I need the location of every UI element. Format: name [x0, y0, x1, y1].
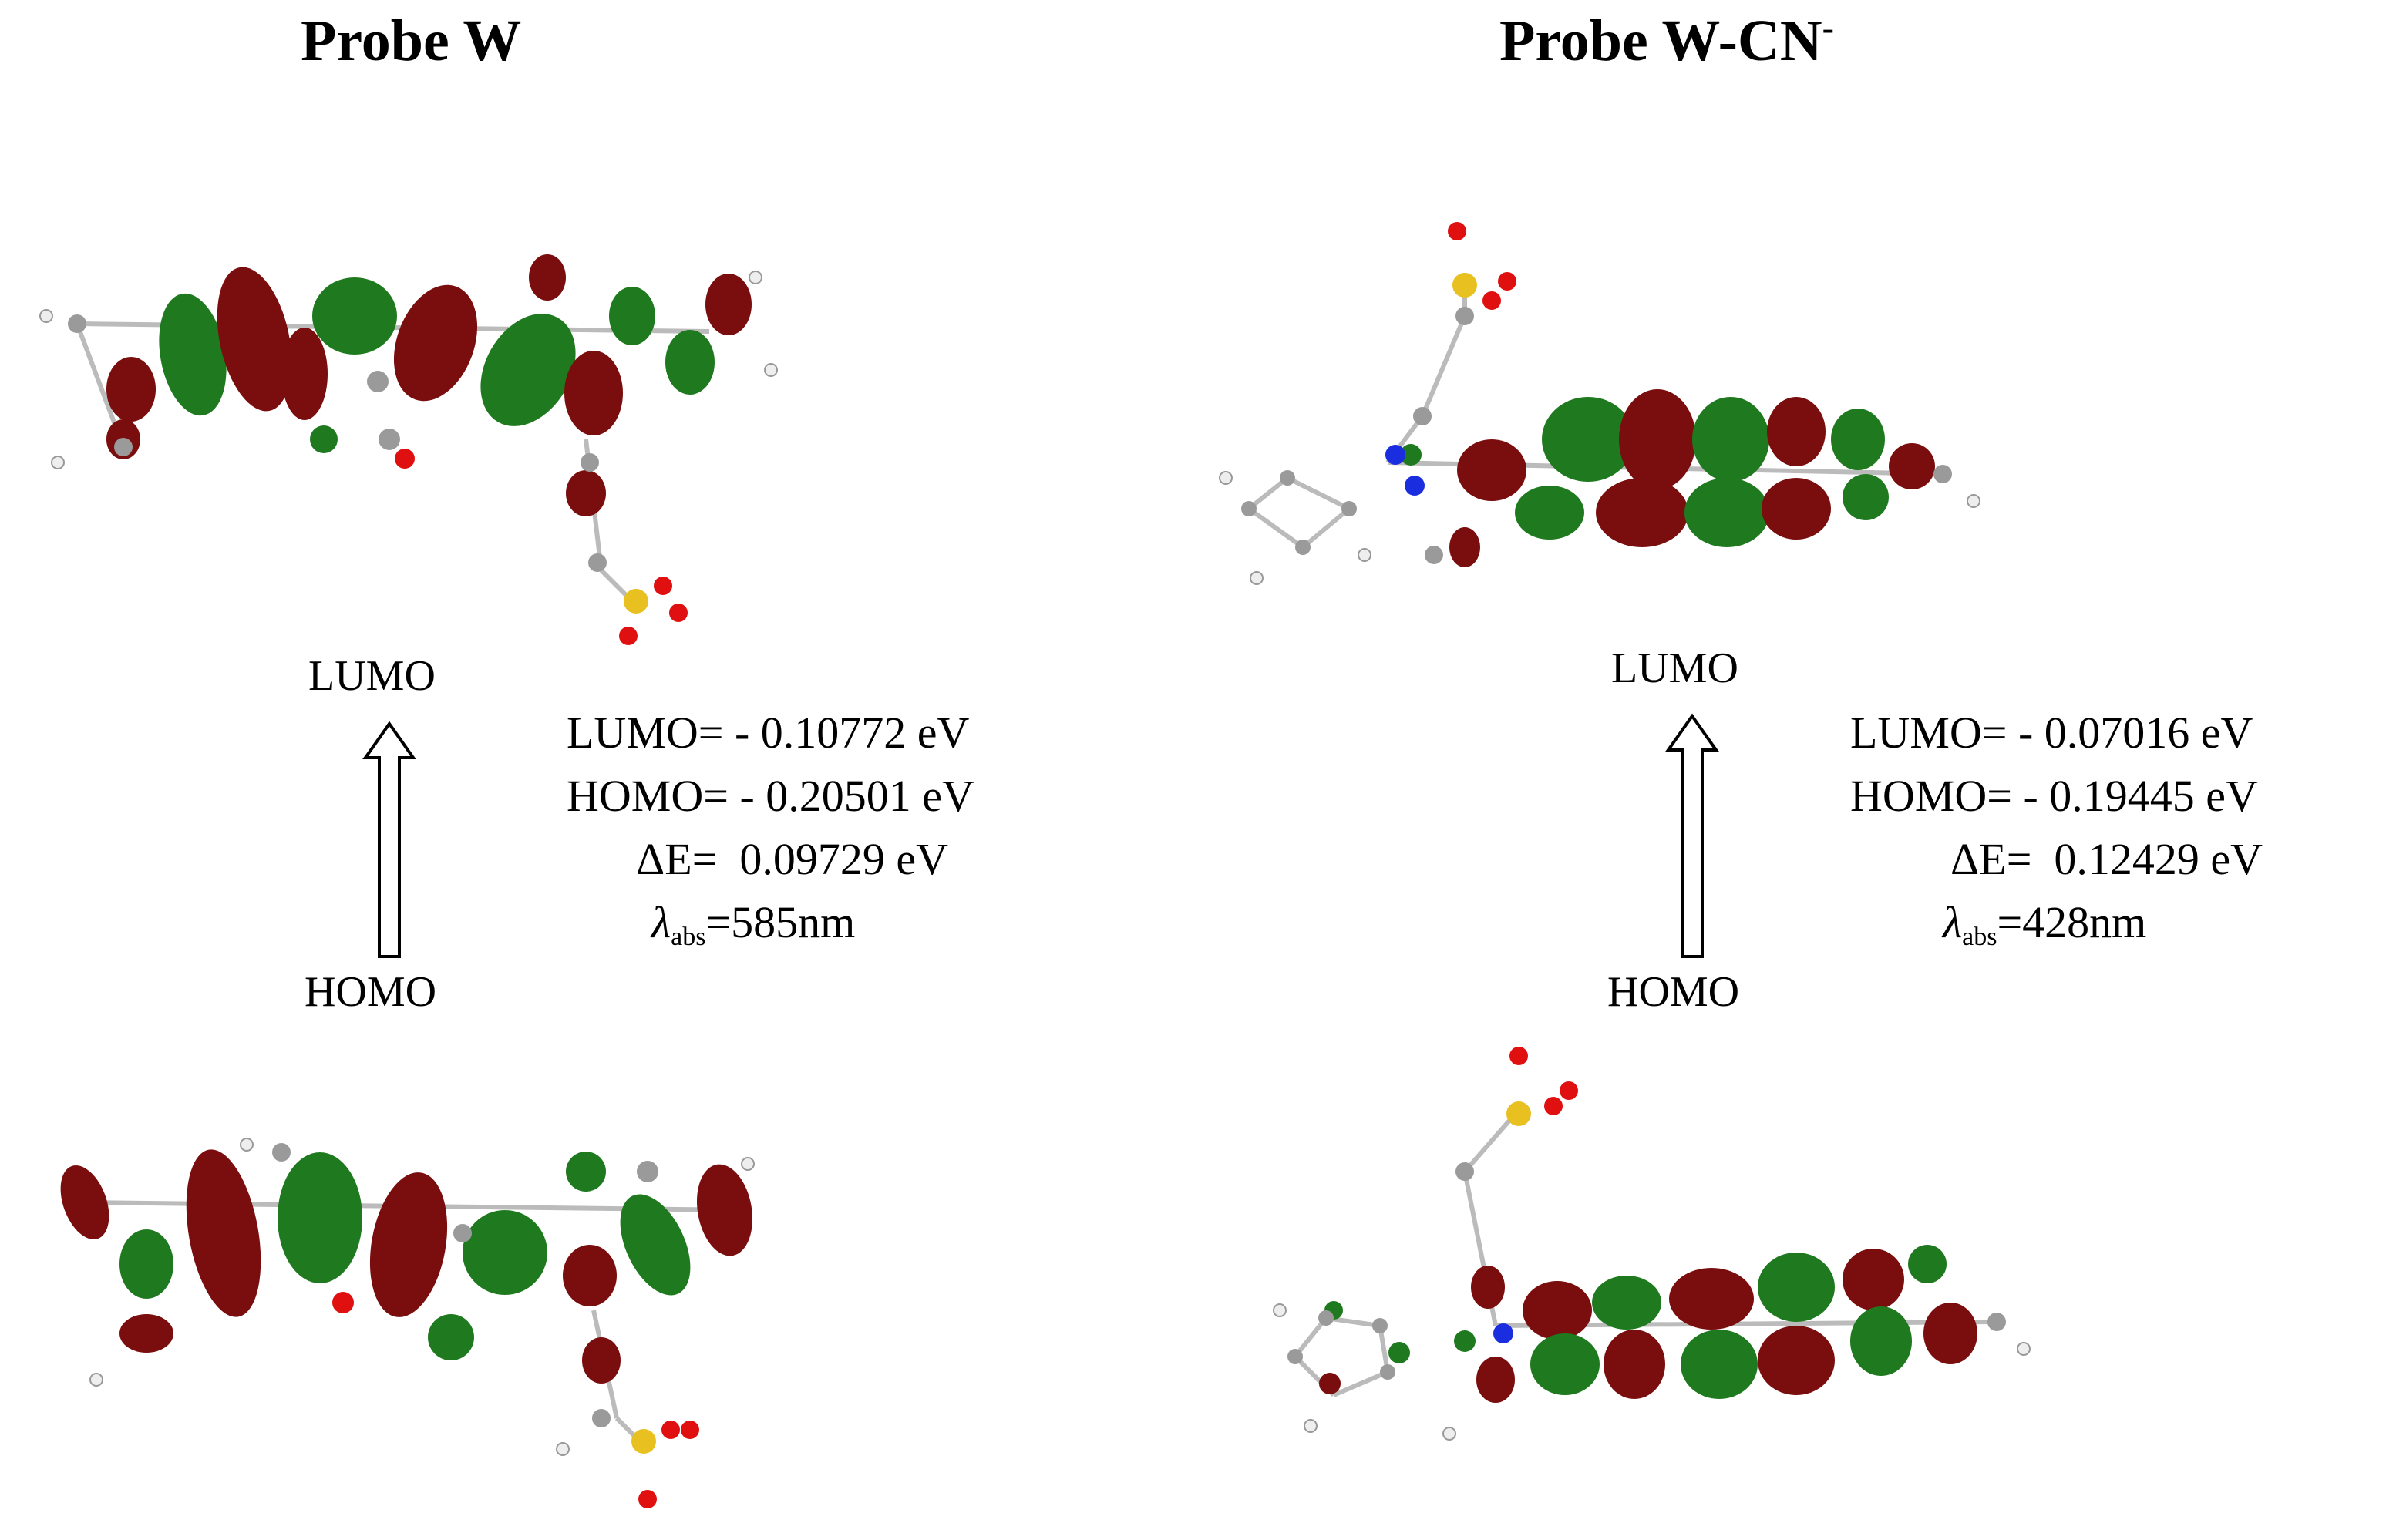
- probe-w-lumo-energy: LUMO= - 0.10772 eV: [567, 708, 970, 758]
- probe-w-cn-lambda-abs: λabs=428nm: [1943, 897, 2147, 951]
- probe-w-energy-block: LUMO= - 0.10772 eV HOMO= - 0.20501 eV ΔE…: [567, 701, 974, 969]
- probe-w-lambda-abs: λabs=585nm: [651, 897, 856, 951]
- atoms: [1273, 1047, 2031, 1441]
- probe-w-cn-energy-block: LUMO= - 0.07016 eV HOMO= - 0.19445 eV ΔE…: [1850, 701, 2263, 969]
- probe-w-homo-energy: HOMO= - 0.20501 eV: [567, 771, 974, 821]
- panel-title-probe-w: Probe W: [301, 8, 522, 73]
- probe-w-cn-transition-arrow-icon: [1665, 713, 1719, 958]
- probe-w-cn-homo-orbital: [1273, 1047, 2031, 1441]
- atoms: [1219, 222, 1980, 585]
- probe-w-cn-lumo-orbital: [1219, 222, 1980, 585]
- probe-w-cn-homo-label: HOMO: [1607, 968, 1740, 1016]
- probe-w-cn-lumo-energy: LUMO= - 0.07016 eV: [1850, 708, 2253, 758]
- probe-w-lumo-orbital: [39, 254, 778, 645]
- probe-w-homo-orbital: [60, 1138, 755, 1508]
- atoms: [39, 271, 778, 645]
- atoms: [89, 1138, 755, 1508]
- lobes: [106, 254, 752, 516]
- probe-w-energy-gap: ΔE= 0.09729 eV: [636, 834, 949, 884]
- probe-w-transition-arrow-icon: [362, 721, 416, 958]
- panel-title-probe-w-cn: Probe W-CN-: [1499, 8, 1834, 73]
- lobes: [1319, 1245, 1977, 1403]
- probe-w-homo-label: HOMO: [305, 968, 437, 1016]
- lobes: [60, 1149, 753, 1384]
- probe-w-cn-lumo-label: LUMO: [1611, 644, 1738, 692]
- probe-w-lumo-label: LUMO: [308, 652, 436, 700]
- lobes: [1400, 389, 1935, 567]
- probe-w-cn-homo-energy: HOMO= - 0.19445 eV: [1850, 771, 2258, 821]
- probe-w-cn-energy-gap: ΔE= 0.12429 eV: [1950, 834, 2263, 884]
